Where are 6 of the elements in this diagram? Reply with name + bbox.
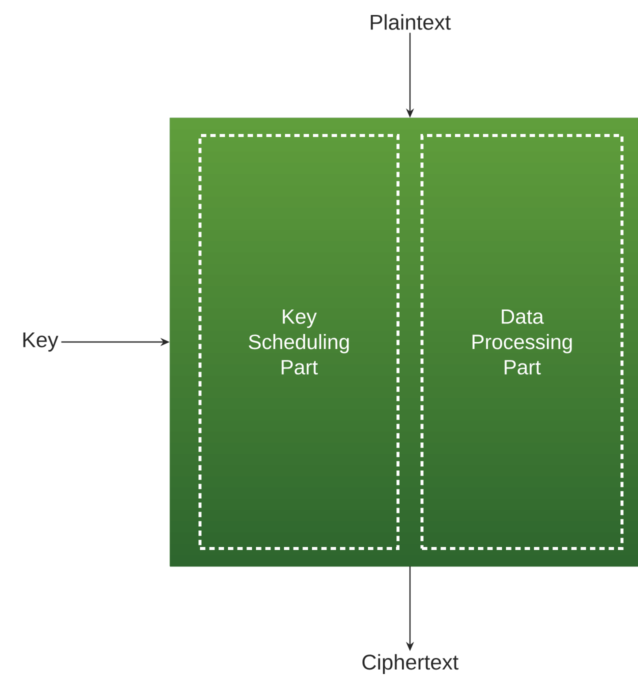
io-label: Plaintext [370, 14, 451, 30]
part-box: Key Scheduling Part [198, 134, 400, 550]
part-box: Data Processing Part [420, 134, 624, 550]
block-box [170, 118, 638, 567]
io-label: Key [23, 332, 58, 352]
io-label: Ciphertext [362, 654, 458, 674]
